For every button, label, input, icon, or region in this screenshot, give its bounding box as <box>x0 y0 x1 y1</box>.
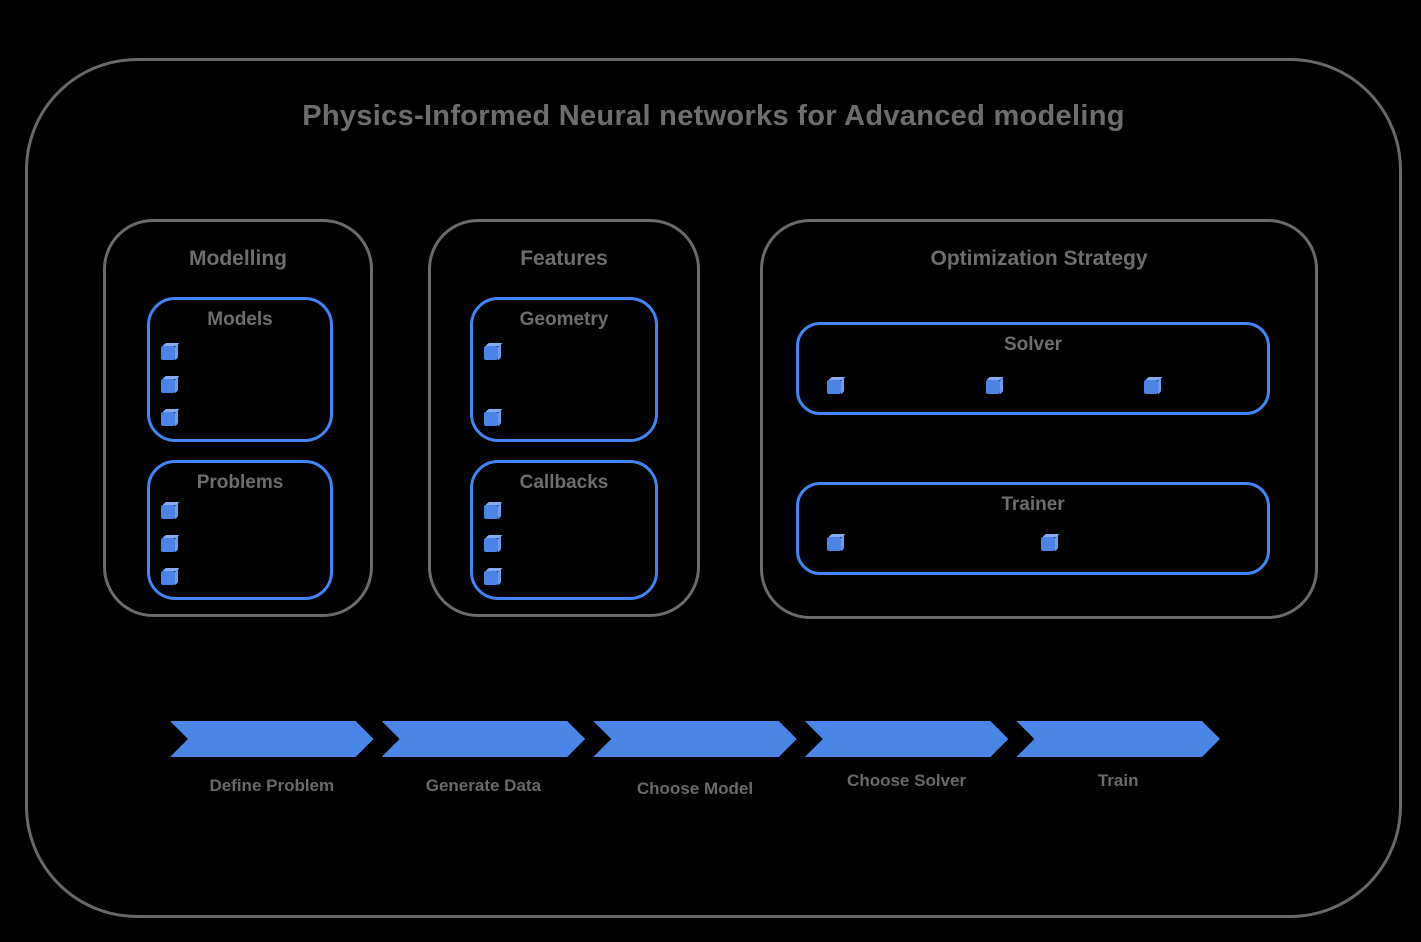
box-title: Models <box>207 309 273 330</box>
cube-icon <box>985 380 1000 394</box>
chevron-arrow <box>805 721 1009 757</box>
cube-icon <box>161 505 175 519</box>
section-title: Modelling <box>189 247 287 270</box>
cube-icon <box>1144 380 1158 394</box>
step-label: Train <box>1097 771 1139 790</box>
box-models: Models <box>147 297 333 442</box>
box-title: Problems <box>196 472 284 493</box>
box-geometry: Geometry <box>470 297 658 442</box>
section-modelling: Modelling Models Problems <box>103 219 373 617</box>
cube-list <box>827 537 1055 551</box>
cube-icon <box>827 380 841 394</box>
pipeline-arrows <box>170 721 1220 757</box>
cube-icon <box>161 538 175 552</box>
step-label: Choose Solver <box>847 771 967 790</box>
box-trainer: Trainer <box>796 482 1270 575</box>
chevron-arrow <box>170 721 374 757</box>
section-optimization-strategy: Optimization Strategy Solver Trainer <box>760 219 1318 619</box>
cube-icon <box>161 412 175 426</box>
box-title: Geometry <box>519 309 609 330</box>
step-label: Choose Model <box>636 779 754 798</box>
box-title: Solver <box>1003 334 1063 355</box>
cube-icon <box>161 379 175 393</box>
box-callbacks: Callbacks <box>470 460 658 600</box>
step-label: Generate Data <box>425 776 542 795</box>
cube-list <box>827 380 1158 394</box>
cube-list <box>484 505 498 585</box>
chevron-arrow <box>593 721 797 757</box>
outer-frame <box>25 58 1402 918</box>
cube-list <box>161 505 175 585</box>
pipeline-labels: Define Problem Generate Data Choose Mode… <box>170 771 1220 798</box>
cube-icon <box>484 505 498 519</box>
cube-icon <box>161 346 175 360</box>
box-title: Callbacks <box>519 472 609 493</box>
cube-icon <box>1041 537 1055 551</box>
cube-icon <box>484 412 498 426</box>
chevron-arrow <box>382 721 586 757</box>
box-problems: Problems <box>147 460 333 600</box>
cube-list <box>484 346 498 426</box>
cube-list <box>161 346 175 426</box>
cube-icon <box>827 537 841 551</box>
step-label: Define Problem <box>209 776 335 795</box>
cube-icon <box>484 538 498 552</box>
box-solver: Solver <box>796 322 1270 415</box>
section-title: Features <box>520 247 608 270</box>
box-title: Trainer <box>1001 494 1065 515</box>
cube-icon <box>484 571 498 585</box>
cube-icon <box>484 346 498 360</box>
section-features: Features Geometry Callbacks <box>428 219 700 617</box>
page-title: Physics-Informed Neural networks for Adv… <box>302 100 1125 132</box>
section-title: Optimization Strategy <box>930 247 1148 270</box>
cube-icon <box>161 571 175 585</box>
chevron-arrow <box>1016 721 1220 757</box>
